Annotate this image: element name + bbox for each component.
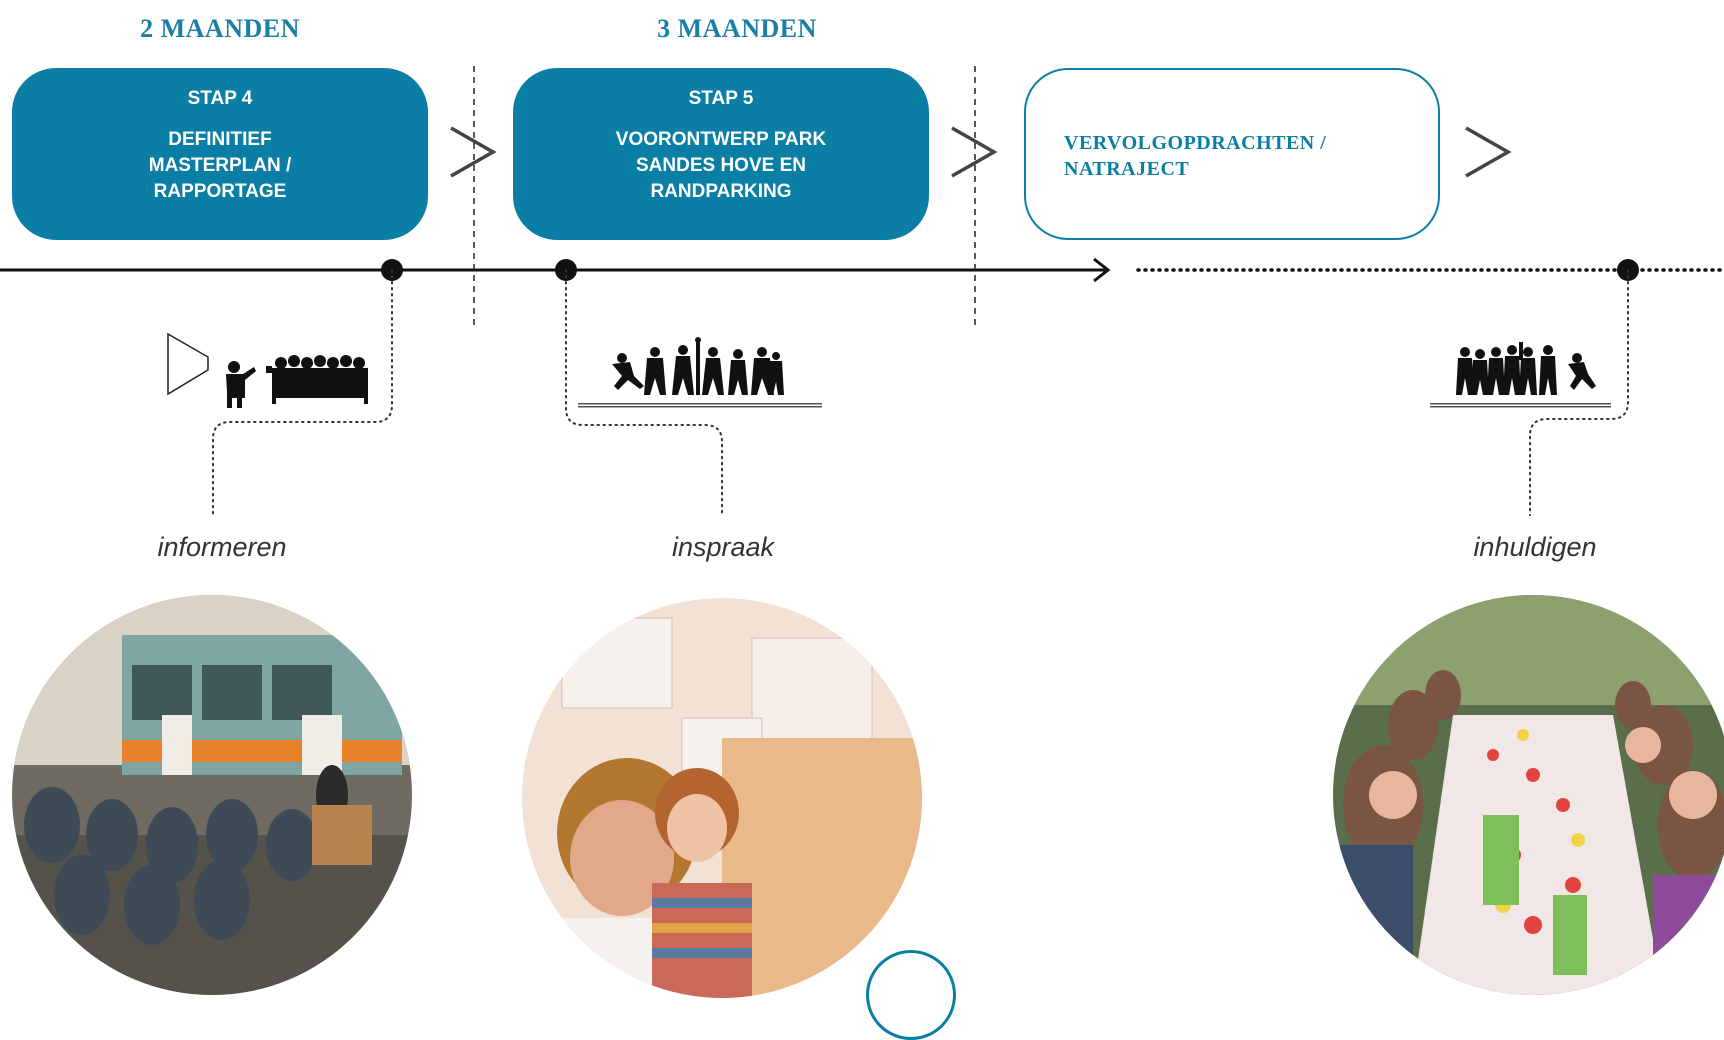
phase-label-inhuldigen: inhuldigen xyxy=(1473,532,1597,562)
ground-line xyxy=(1430,403,1611,405)
megaphone-icon xyxy=(167,332,209,396)
step-title: VERVOLGOPDRACHTEN / NATRAJECT xyxy=(1064,132,1327,180)
chevron-right-icon xyxy=(951,126,998,178)
connector-dotted xyxy=(1529,269,1629,516)
connector-dotted xyxy=(565,269,723,516)
step-card-5: STAP 5 VOORONTWERP PARK SANDES HOVE EN R… xyxy=(513,68,929,240)
phase-label-inspraak: inspraak xyxy=(671,532,775,562)
crowd-icon xyxy=(266,355,368,404)
speaker-person-icon xyxy=(226,361,256,408)
step-card-4: STAP 4 DEFINITIEF MASTERPLAN / RAPPORTAG… xyxy=(12,68,428,240)
photo-inspraak xyxy=(522,598,922,998)
chevron-right-icon xyxy=(450,126,497,178)
duration-label-step4: 2 MAANDEN xyxy=(140,14,300,43)
celebration-crowd-icon xyxy=(1456,342,1596,395)
photo-informeren xyxy=(12,595,412,995)
timeline-arrowhead xyxy=(1093,257,1111,283)
timeline xyxy=(0,66,1724,516)
step-number: STAP 4 xyxy=(187,88,253,109)
ground-line xyxy=(578,406,822,408)
ground-line xyxy=(578,403,822,405)
ground-line xyxy=(1430,406,1611,408)
connector-dotted xyxy=(212,269,393,516)
photo-inhuldigen xyxy=(1333,595,1724,995)
chevron-right-icon xyxy=(1465,126,1512,178)
decorative-circle xyxy=(866,950,956,1040)
step-title: DEFINITIEF MASTERPLAN / RAPPORTAGE xyxy=(148,129,292,202)
step-title: VOORONTWERP PARK SANDES HOVE EN RANDPARK… xyxy=(615,129,827,202)
step-number: STAP 5 xyxy=(688,88,754,109)
dancing-crowd-icon xyxy=(612,337,784,395)
duration-label-step5: 3 MAANDEN xyxy=(657,14,817,43)
phase-label-informeren: informeren xyxy=(157,532,287,562)
step-card-followup: VERVOLGOPDRACHTEN / NATRAJECT xyxy=(1024,68,1440,240)
